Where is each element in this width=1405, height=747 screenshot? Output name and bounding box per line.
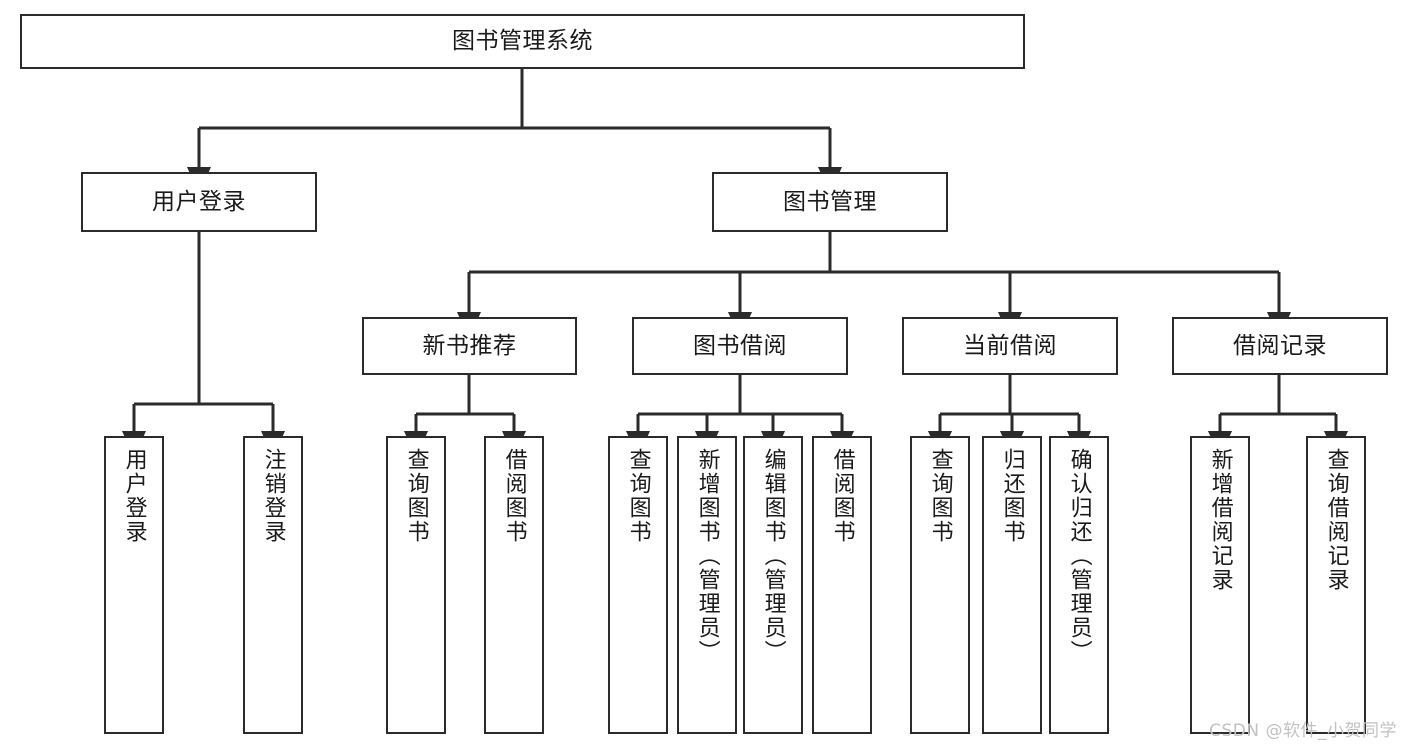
node-leaf-query-book-1[interactable]: 查询图书 [386,436,446,734]
node-leaf-edit-book[interactable]: 编辑图书（管理员） [743,436,803,734]
node-new-book-recommend[interactable]: 新书推荐 [362,317,577,375]
node-borrow-record[interactable]: 借阅记录 [1172,317,1388,375]
node-label: 图书管理 [783,188,877,215]
node-label: 新增图书（管理员） [694,448,720,664]
node-label: 用户登录 [121,448,147,544]
node-label: 查询图书 [625,448,651,544]
node-label: 归还图书 [999,448,1025,544]
node-root[interactable]: 图书管理系统 [20,14,1025,69]
node-current-borrow[interactable]: 当前借阅 [902,317,1118,375]
node-leaf-query-book-3[interactable]: 查询图书 [910,436,970,734]
node-label: 图书借阅 [693,332,787,359]
node-leaf-add-record[interactable]: 新增借阅记录 [1190,436,1250,734]
node-label: 编辑图书（管理员） [760,448,786,664]
node-leaf-logout[interactable]: 注销登录 [243,436,303,734]
node-leaf-user-login[interactable]: 用户登录 [104,436,164,734]
node-label: 图书管理系统 [452,28,593,55]
node-label: 当前借阅 [963,332,1057,359]
node-leaf-borrow-book-1[interactable]: 借阅图书 [484,436,544,734]
node-label: 借阅图书 [829,448,855,544]
node-label: 注销登录 [260,448,286,544]
node-label: 借阅记录 [1233,332,1327,359]
node-label: 查询图书 [403,448,429,544]
node-leaf-query-record[interactable]: 查询借阅记录 [1306,436,1366,734]
node-leaf-borrow-book-2[interactable]: 借阅图书 [812,436,872,734]
node-leaf-return-book[interactable]: 归还图书 [982,436,1042,734]
node-leaf-add-book[interactable]: 新增图书（管理员） [677,436,737,734]
node-leaf-query-book-2[interactable]: 查询图书 [608,436,668,734]
node-leaf-confirm-return[interactable]: 确认归还（管理员） [1049,436,1109,734]
node-label: 新书推荐 [422,332,517,359]
node-label: 借阅图书 [501,448,527,544]
node-label: 查询图书 [927,448,953,544]
node-label: 用户登录 [152,188,246,215]
node-book-borrow[interactable]: 图书借阅 [632,317,848,375]
node-book-manage[interactable]: 图书管理 [712,172,948,232]
node-label: 查询借阅记录 [1323,448,1349,592]
node-user-login[interactable]: 用户登录 [81,172,317,232]
node-label: 新增借阅记录 [1207,448,1233,592]
node-label: 确认归还（管理员） [1066,448,1092,664]
